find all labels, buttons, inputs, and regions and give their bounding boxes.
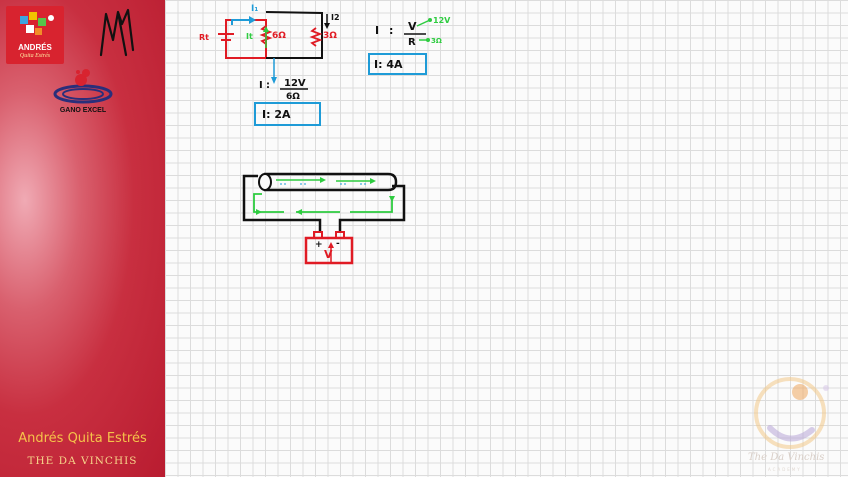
gano-excel-logo <box>53 69 113 104</box>
label-i2: I2 <box>331 13 340 22</box>
battery-minus: - <box>336 239 340 249</box>
calc2-result: I: 4A <box>374 58 403 71</box>
andres-logo: ANDRÉS Quita Estrés <box>6 6 64 64</box>
calc2-v-value: 12V <box>433 16 451 25</box>
calc-one: I : 12V 6Ω I: 2A <box>254 78 321 126</box>
calc1-result: I: 2A <box>262 108 291 121</box>
calc1-denominator: 6Ω <box>286 92 300 102</box>
resistor-6-label: 6Ω <box>272 31 286 41</box>
battery-label: V <box>324 248 333 261</box>
calc2-i: I <box>375 24 379 37</box>
calc2-numerator: V <box>408 20 417 33</box>
logo-art <box>20 12 54 35</box>
sidebar: ANDRÉS Quita Estrés GANO EXCEL Andrés Qu… <box>0 0 165 477</box>
label-rt: Rt <box>199 33 209 42</box>
brand-tagline: THE DA VINCHIS <box>27 455 138 467</box>
label-it: It <box>246 32 253 41</box>
watermark-sub: ACADEMY <box>768 467 802 472</box>
calc2-denominator: R <box>408 37 416 48</box>
calc1-numerator: 12V <box>284 78 306 89</box>
circuit-tube <box>242 172 406 265</box>
battery-plus: + <box>315 240 323 250</box>
watermark-text: The Da Vinchis <box>748 452 825 463</box>
calc-two: I : V R 12V 3Ω I: 4A <box>368 16 451 75</box>
calc2-colon: : <box>389 24 393 37</box>
gano-excel-name: GANO EXCEL <box>59 107 107 114</box>
logo-title: ANDRÉS <box>18 43 52 52</box>
calc2-r-value: 3Ω <box>431 37 442 45</box>
label-i1: I₁ <box>251 4 258 14</box>
circuit-parallel <box>218 11 330 84</box>
resistor-3-label: 3Ω <box>323 31 337 41</box>
brand-name: Andrés Quita Estrés <box>18 431 147 446</box>
signature-mark <box>99 8 135 57</box>
calc1-colon: : <box>266 80 270 91</box>
watermark-logo <box>754 377 829 449</box>
whiteboard-canvas[interactable] <box>165 0 848 477</box>
calc1-i: I <box>259 80 263 91</box>
logo-subtitle: Quita Estrés <box>19 53 51 59</box>
